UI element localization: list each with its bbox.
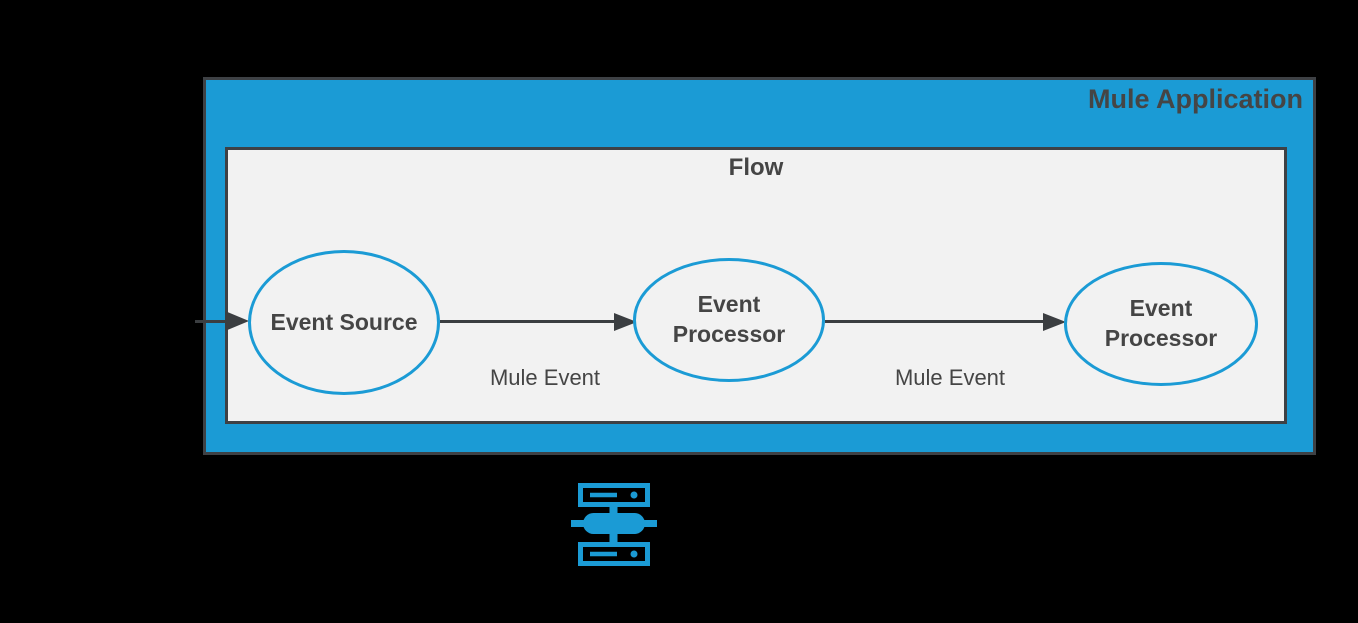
mule-event-label-2: Mule Event: [894, 365, 1006, 390]
event-processor-node-2: Event Processor: [1064, 262, 1258, 386]
arrowhead-icon: [614, 313, 637, 331]
mule-event-label-1: Mule Event: [489, 365, 601, 390]
arrowhead-icon: [225, 311, 249, 331]
event-processor-node-1: Event Processor: [633, 258, 825, 382]
event-processor-2-label: Event Processor: [1104, 295, 1218, 351]
mule-runtime-icon: [571, 483, 657, 566]
event-source-node: Event Source: [248, 250, 440, 395]
arrowhead-icon: [1043, 313, 1066, 331]
event-processor-1-label: Event Processor: [672, 291, 786, 347]
flow-title: Flow: [728, 154, 784, 181]
arrow-processor1-to-processor2: [825, 320, 1045, 323]
inbound-arrow-line: [195, 320, 228, 323]
mule-application-title: Mule Application: [1088, 84, 1303, 114]
event-source-label: Event Source: [270, 308, 418, 335]
arrow-source-to-processor1: [440, 320, 617, 323]
